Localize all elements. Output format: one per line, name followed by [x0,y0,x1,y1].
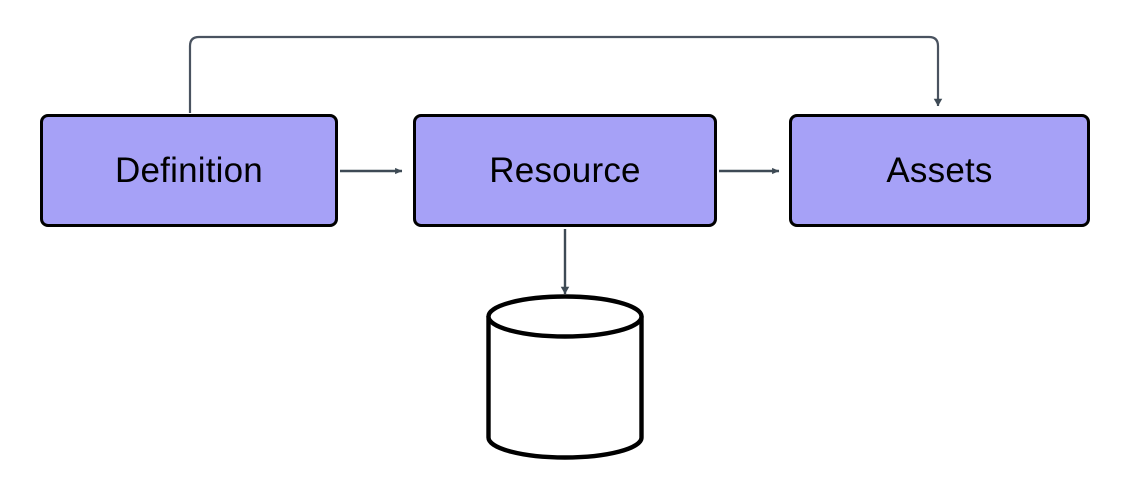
database-cylinder-icon [486,294,644,460]
node-definition-label: Definition [115,151,263,190]
node-datastore[interactable] [483,294,648,460]
node-assets-label: Assets [886,151,993,190]
node-definition[interactable]: Definition [40,114,338,227]
node-assets[interactable]: Assets [789,114,1090,227]
node-resource-label: Resource [489,151,641,190]
node-resource[interactable]: Resource [413,114,717,227]
edge-definition-to-assets-feedback [188,35,943,113]
